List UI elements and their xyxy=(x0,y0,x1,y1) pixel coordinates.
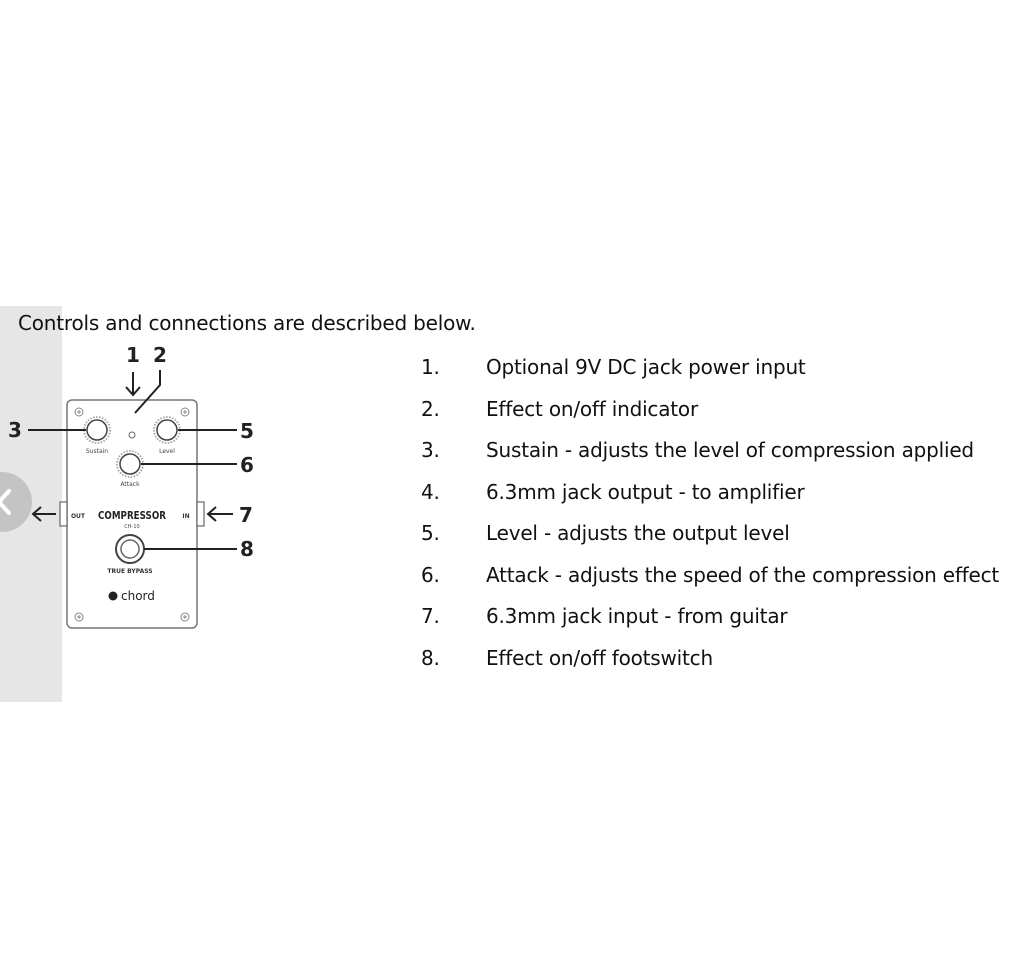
list-item-text: Effect on/off footswitch xyxy=(486,645,713,670)
list-item-number: 7. xyxy=(421,604,440,628)
brand-logo-icon xyxy=(108,591,118,601)
corner-screws xyxy=(74,407,190,622)
led-indicator xyxy=(128,431,136,439)
list-item-number: 3. xyxy=(421,438,440,462)
list-item-text: 6.3mm jack input - from guitar xyxy=(486,604,788,628)
true-bypass-label: TRUE BYPASS xyxy=(107,568,152,575)
pedal-name: COMPRESSOR xyxy=(98,509,166,522)
input-jack xyxy=(196,501,205,527)
list-item-number: 5. xyxy=(421,521,440,545)
brand-name: chord xyxy=(121,589,155,603)
callout-7: 7 xyxy=(239,503,253,527)
intro-text: Controls and connections are described b… xyxy=(18,311,476,335)
list-item-text: Optional 9V DC jack power input xyxy=(486,355,806,379)
chevron-left-icon xyxy=(0,489,11,515)
callout-1: 1 xyxy=(126,343,140,367)
sustain-knob xyxy=(83,416,111,444)
callout-5: 5 xyxy=(240,419,254,443)
callout-6: 6 xyxy=(240,453,254,477)
callout-8: 8 xyxy=(240,537,254,561)
list-item-text: 6.3mm jack output - to amplifier xyxy=(486,479,805,504)
list-item-text: Attack - adjusts the speed of the compre… xyxy=(486,562,1000,587)
knob-label-level: Level xyxy=(159,448,175,455)
output-jack xyxy=(59,501,68,527)
list-item-number: 6. xyxy=(421,562,440,587)
list-item-text: Effect on/off indicator xyxy=(486,396,698,421)
list-item-number: 8. xyxy=(421,645,440,670)
footswitch xyxy=(115,534,145,564)
list-item-text: Level - adjusts the output level xyxy=(486,521,790,545)
list-item-number: 4. xyxy=(421,479,440,504)
list-item-number: 1. xyxy=(421,355,440,379)
pedal-model: CH-10 xyxy=(124,524,139,530)
list-item-number: 2. xyxy=(421,396,440,421)
callout-2: 2 xyxy=(153,343,167,367)
callout-lines xyxy=(28,370,237,550)
jack-label-out: OUT xyxy=(71,513,86,520)
knob-label-attack: Attack xyxy=(120,481,140,488)
knob-label-sustain: Sustain xyxy=(86,448,108,455)
jack-label-in: IN xyxy=(182,513,189,520)
pedal-diagram: Sustain Level Attack OUT IN COMPRESSOR C… xyxy=(8,343,254,629)
callout-3: 3 xyxy=(8,418,22,442)
list-item-text: Sustain - adjusts the level of compressi… xyxy=(486,438,974,462)
